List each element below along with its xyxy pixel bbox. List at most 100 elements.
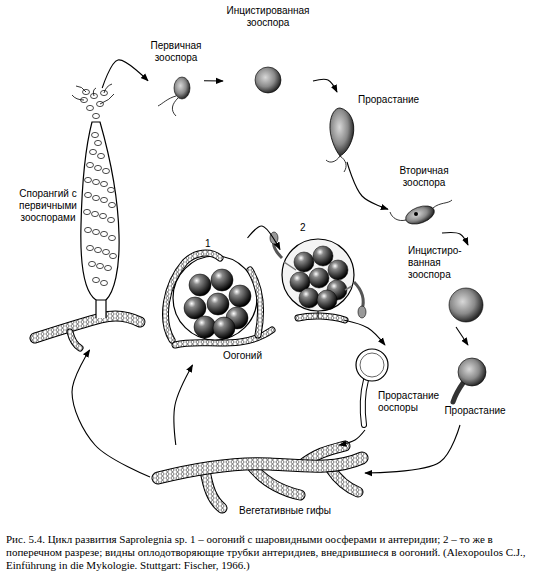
primary-zoospore-drawing [158,96,176,106]
vegetative-hyphae-drawing [205,470,222,508]
stage-label: Вегетативные гифы [210,505,360,517]
life-stage: Вегетативные гифы [150,445,365,525]
germination-drawing [458,358,486,386]
oogonium-drawing [166,253,220,340]
sporangium-drawing [81,89,117,285]
stage-label: Инцистированная зооспора [223,5,313,29]
oogonium-drawing [189,274,211,296]
sporangium-drawing [95,140,102,145]
encysted-zoospore-drawing [255,67,281,93]
sporangium-drawing [87,162,94,167]
germination-drawing [326,156,340,162]
oogonium-section-drawing [313,246,333,266]
stage-label: 2 [300,222,320,234]
sporangium-drawing [72,95,84,100]
stage-label: Первичная зооспора [148,40,204,64]
cycle-arrow [174,365,192,445]
oogonium-drawing [250,270,260,335]
oogonium-drawing [173,256,257,340]
germination-drawing [340,156,346,172]
sporangium-drawing [101,231,108,236]
sporangium-drawing [105,265,112,270]
life-stage: Прорастание [425,345,525,425]
sporangium-drawing [110,253,117,258]
oogonium-section-drawing [358,306,366,318]
cycle-arrow [102,60,148,88]
oogonium-drawing [213,317,235,339]
sporangium-drawing [93,277,100,282]
oogonium-section-drawing [270,232,278,244]
sporangium-drawing [101,197,108,202]
life-stage: 1Оогоний [165,238,275,365]
sporangium-drawing [85,177,92,182]
sporangium-drawing [103,168,110,173]
germination-drawing [330,108,354,156]
cycle-arrow [204,80,223,81]
germination-drawing [326,108,354,172]
sporangium-drawing [95,247,102,252]
oogonium-drawing [211,269,233,291]
oogonium-section-drawing [282,239,354,311]
oogonium-section-drawing [298,316,345,320]
life-stage: Спорангий с первичными зооспорами [14,88,140,350]
sporangium-drawing [103,249,110,254]
oogonium-section-drawing [270,232,366,320]
primary-zoospore-drawing [172,98,178,116]
life-stage: Прорастание ооспоры [340,345,440,430]
life-stage: 2 [280,222,365,320]
oogonium-drawing [194,316,216,338]
encysted-zoospore-drawing [255,67,281,93]
sporangium-drawing [93,113,100,118]
life-stage: Первичная зооспора [148,40,204,108]
stage-label: Оогоний [223,350,275,362]
sporangium-drawing [35,316,140,338]
stage-label: Прорастание [435,405,515,417]
sporangium-drawing [109,235,116,240]
oogonium-section-drawing [317,290,337,310]
sporangium-drawing [109,202,116,207]
oogonium-section-drawing [345,286,352,290]
oogonium-section-drawing [294,252,314,272]
sporangium-drawing [87,245,94,250]
oogonium-section-drawing [299,288,319,308]
life-stage: Инцистированная зооспора [223,5,313,100]
secondary-zoospore-drawing [390,200,452,228]
sporangium-drawing [96,300,106,301]
sporangium-drawing [95,165,102,170]
sporangium-drawing [35,316,140,338]
oogonium-section-drawing [298,316,345,320]
sporangium-drawing [93,195,100,200]
vegetative-hyphae-drawing [158,458,362,478]
sporangium-drawing [108,217,115,222]
sporangium-drawing [97,263,104,268]
primary-zoospore-drawing [174,77,190,99]
sporangium-drawing [100,213,107,218]
sporangium-drawing [93,179,100,184]
sporangium-drawing [100,94,114,104]
germination-drawing [453,358,486,402]
secondary-zoospore-drawing [390,212,406,221]
sporangium-drawing [76,86,86,92]
figure-caption: Рис. 5.4. Цикл развития Saprolegnia sp. … [6,533,546,572]
oogonium-drawing [229,285,251,307]
cycle-arrow [344,320,385,345]
primary-zoospore-drawing [158,77,190,116]
sporangium-drawing [92,132,99,137]
sporangium-drawing [87,105,94,110]
sporangium-drawing [85,227,92,232]
cycle-arrow [365,425,460,473]
stage-label: Прорастание [358,94,422,106]
oogonium-drawing [250,270,260,335]
secondary-zoospore-drawing [433,200,452,208]
oospore-germination-drawing [363,380,366,425]
sporangium-drawing [70,332,80,348]
sporangium-drawing [98,153,105,158]
oogonium-section-drawing [328,260,348,280]
vegetative-hyphae-drawing [158,458,362,478]
cycle-arrow [313,79,337,92]
cycle-arrow [339,430,365,445]
oogonium-section-drawing [318,311,319,318]
oogonium-section-drawing [284,262,296,270]
